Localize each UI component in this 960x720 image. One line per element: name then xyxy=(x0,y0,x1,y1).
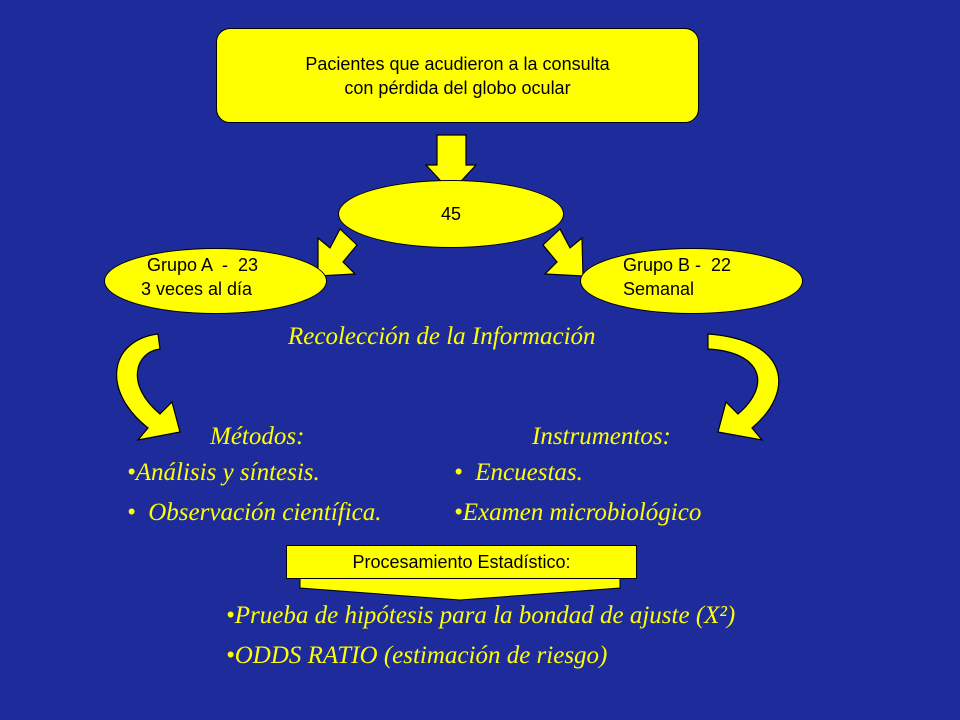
patients-box: Pacientes que acudieron a la consulta co… xyxy=(216,28,699,123)
group-b-line1: Grupo B - 22 xyxy=(623,255,732,275)
methods-item-2: • Observación científica. xyxy=(127,499,382,526)
processing-box: Procesamiento Estadístico: xyxy=(286,545,637,579)
group-a-line1: Grupo A - 23 xyxy=(147,255,259,275)
test-item-1: •Prueba de hipótesis para la bondad de a… xyxy=(226,602,736,629)
processing-label: Procesamiento Estadístico: xyxy=(352,551,571,572)
collection-title: Recolección de la Información xyxy=(288,323,596,350)
group-a-line2: 3 veces al día xyxy=(141,279,253,299)
patients-box-line2: con pérdida del globo ocular xyxy=(344,77,571,98)
instruments-item-2: •Examen microbiológico xyxy=(454,499,702,526)
curved-arrow-right xyxy=(707,333,780,441)
down-arrow-top xyxy=(424,134,478,193)
diagonal-arrow-right xyxy=(542,228,584,277)
test-item-2: •ODDS RATIO (estimación de riesgo) xyxy=(226,642,608,669)
diagonal-arrow-left xyxy=(317,228,358,277)
total-ellipse: 45 xyxy=(338,180,564,248)
total-value: 45 xyxy=(440,203,462,224)
instruments-title: Instrumentos: xyxy=(532,423,671,450)
down-arrow-bottom xyxy=(299,577,621,601)
group-b-ellipse: Grupo B - 22 Semanal xyxy=(580,248,803,314)
group-b-line2: Semanal xyxy=(623,279,695,299)
patients-box-line1: Pacientes que acudieron a la consulta xyxy=(305,53,610,74)
curved-arrow-left xyxy=(116,333,181,441)
methods-item-1: •Análisis y síntesis. xyxy=(127,459,320,486)
methods-title: Métodos: xyxy=(210,423,305,450)
instruments-item-1: • Encuestas. xyxy=(454,459,583,486)
group-a-ellipse: Grupo A - 23 3 veces al día xyxy=(104,248,327,314)
